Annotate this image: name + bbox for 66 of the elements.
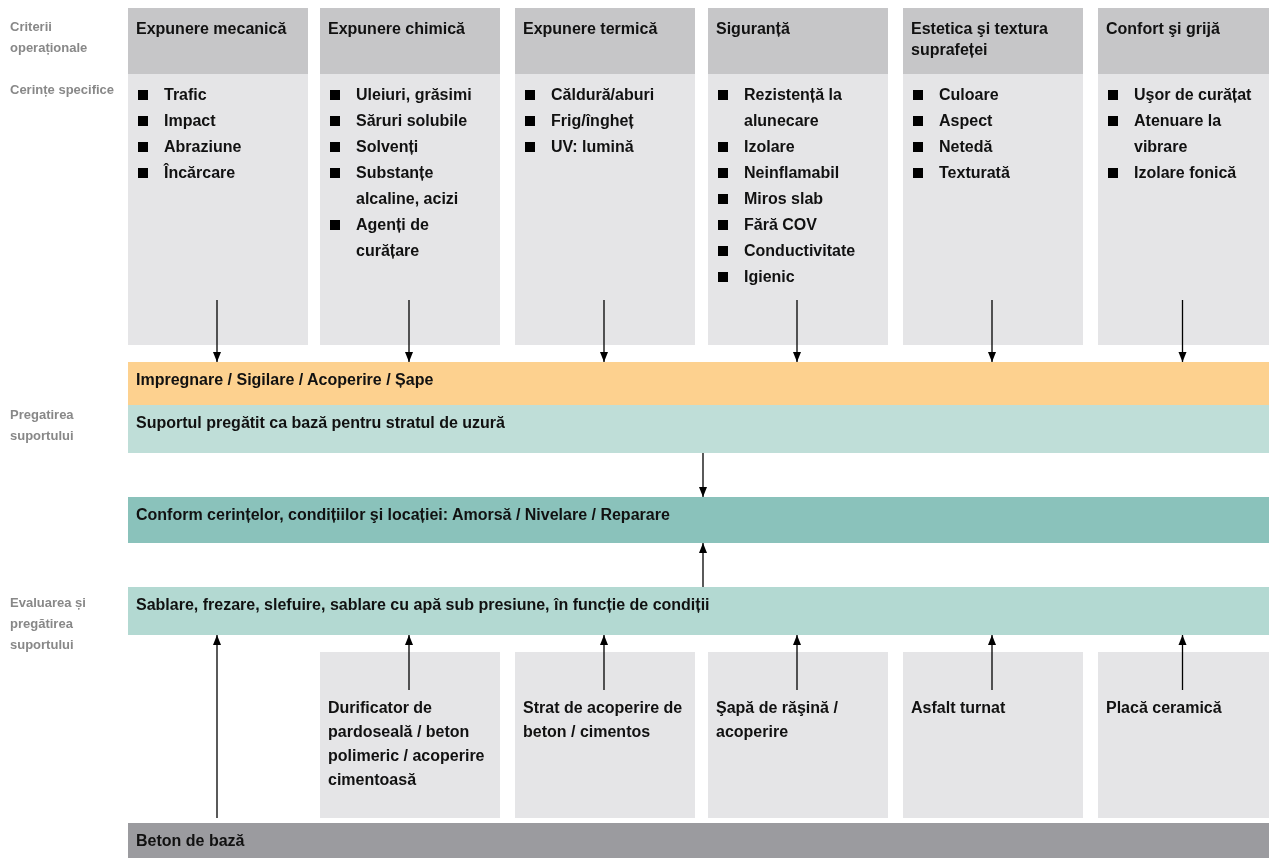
arrow	[793, 634, 801, 691]
arrow	[793, 299, 801, 363]
row-label: Evaluarea și pregătirea suportului	[10, 594, 87, 654]
bullet-item: Netedă	[911, 134, 1077, 160]
bullet-item: Culoare	[911, 82, 1077, 108]
column-heading: Estetica şi textura suprafeței	[903, 8, 1083, 74]
arrow	[699, 542, 707, 588]
column-heading: Confort şi grijă	[1098, 8, 1269, 74]
bullet-item: Substanțe alcaline, acizi	[328, 160, 494, 212]
bullet-item: Abraziune	[136, 134, 302, 160]
material-box: Durificator de pardoseală / beton polimeric / acoperire cimentoasă	[320, 652, 500, 818]
arrow	[988, 634, 996, 691]
bullet-item: Izolare	[716, 134, 882, 160]
bullet-item: Solvenți	[328, 134, 494, 160]
bullet-item: Igienic	[716, 264, 882, 290]
layer-band: Sablare, frezare, slefuire, sablare cu apă sub presiune, în funcție de condiții	[128, 587, 1269, 635]
category-column	[128, 8, 308, 345]
arrow	[405, 634, 413, 691]
arrow	[405, 299, 413, 363]
column-heading: Expunere chimică	[320, 8, 500, 74]
layer-band: Suportul pregătit ca bază pentru stratul de uzură	[128, 405, 1269, 453]
bullet-item: Impact	[136, 108, 302, 134]
bullet-item: Conductivitate	[716, 238, 882, 264]
bullet-item: UV: lumină	[523, 134, 689, 160]
material-box: Strat de acoperire de beton / cimentos	[515, 652, 695, 818]
arrow	[213, 634, 221, 819]
row-label: Cerințe specifice	[10, 81, 116, 99]
bullet-item: Uleiuri, grăsimi	[328, 82, 494, 108]
material-box: Asfalt turnat	[903, 652, 1083, 818]
row-label: Pregatirea suportului	[10, 406, 75, 445]
bullet-item: Izolare fonică	[1106, 160, 1263, 186]
bullet-item: Aspect	[911, 108, 1077, 134]
bullet-item: Încărcare	[136, 160, 302, 186]
bullet-item: Agenți de curățare	[328, 212, 494, 264]
bullet-item: Rezistență la alunecare	[716, 82, 882, 134]
category-column	[1098, 8, 1269, 345]
bullet-item: Miros slab	[716, 186, 882, 212]
material-box: Şapă de răşină / acoperire	[708, 652, 888, 818]
arrow	[699, 452, 707, 498]
bullet-item: Texturată	[911, 160, 1077, 186]
layer-band: Beton de bază	[128, 823, 1269, 858]
bullet-item: Uşor de curățat	[1106, 82, 1263, 108]
arrow	[213, 299, 221, 363]
bullet-item: Săruri solubile	[328, 108, 494, 134]
category-column	[903, 8, 1083, 345]
arrow	[988, 299, 996, 363]
bullet-item: Atenuare la vibrare	[1106, 108, 1263, 160]
bullet-item: Căldură/aburi	[523, 82, 689, 108]
category-column	[708, 8, 888, 345]
column-heading: Expunere mecanică	[128, 8, 308, 74]
column-heading: Expunere termică	[515, 8, 695, 74]
category-column	[515, 8, 695, 345]
material-box: Placă ceramică	[1098, 652, 1269, 818]
arrow	[1178, 299, 1187, 363]
bullet-item: Trafic	[136, 82, 302, 108]
arrow	[1178, 634, 1187, 691]
layer-band: Impregnare / Sigilare / Acoperire / Șape	[128, 362, 1269, 405]
column-heading: Siguranță	[708, 8, 888, 74]
arrow	[600, 299, 608, 363]
layer-band: Conform cerințelor, condițiilor şi locației: Amorsă / Nivelare / Reparare	[128, 497, 1269, 543]
bullet-item: Neinflamabil	[716, 160, 882, 186]
bullet-item: Frig/îngheț	[523, 108, 689, 134]
bullet-item: Fără COV	[716, 212, 882, 238]
category-column	[320, 8, 500, 345]
row-label: Criterii operaționale	[10, 18, 89, 57]
arrow	[600, 634, 608, 691]
